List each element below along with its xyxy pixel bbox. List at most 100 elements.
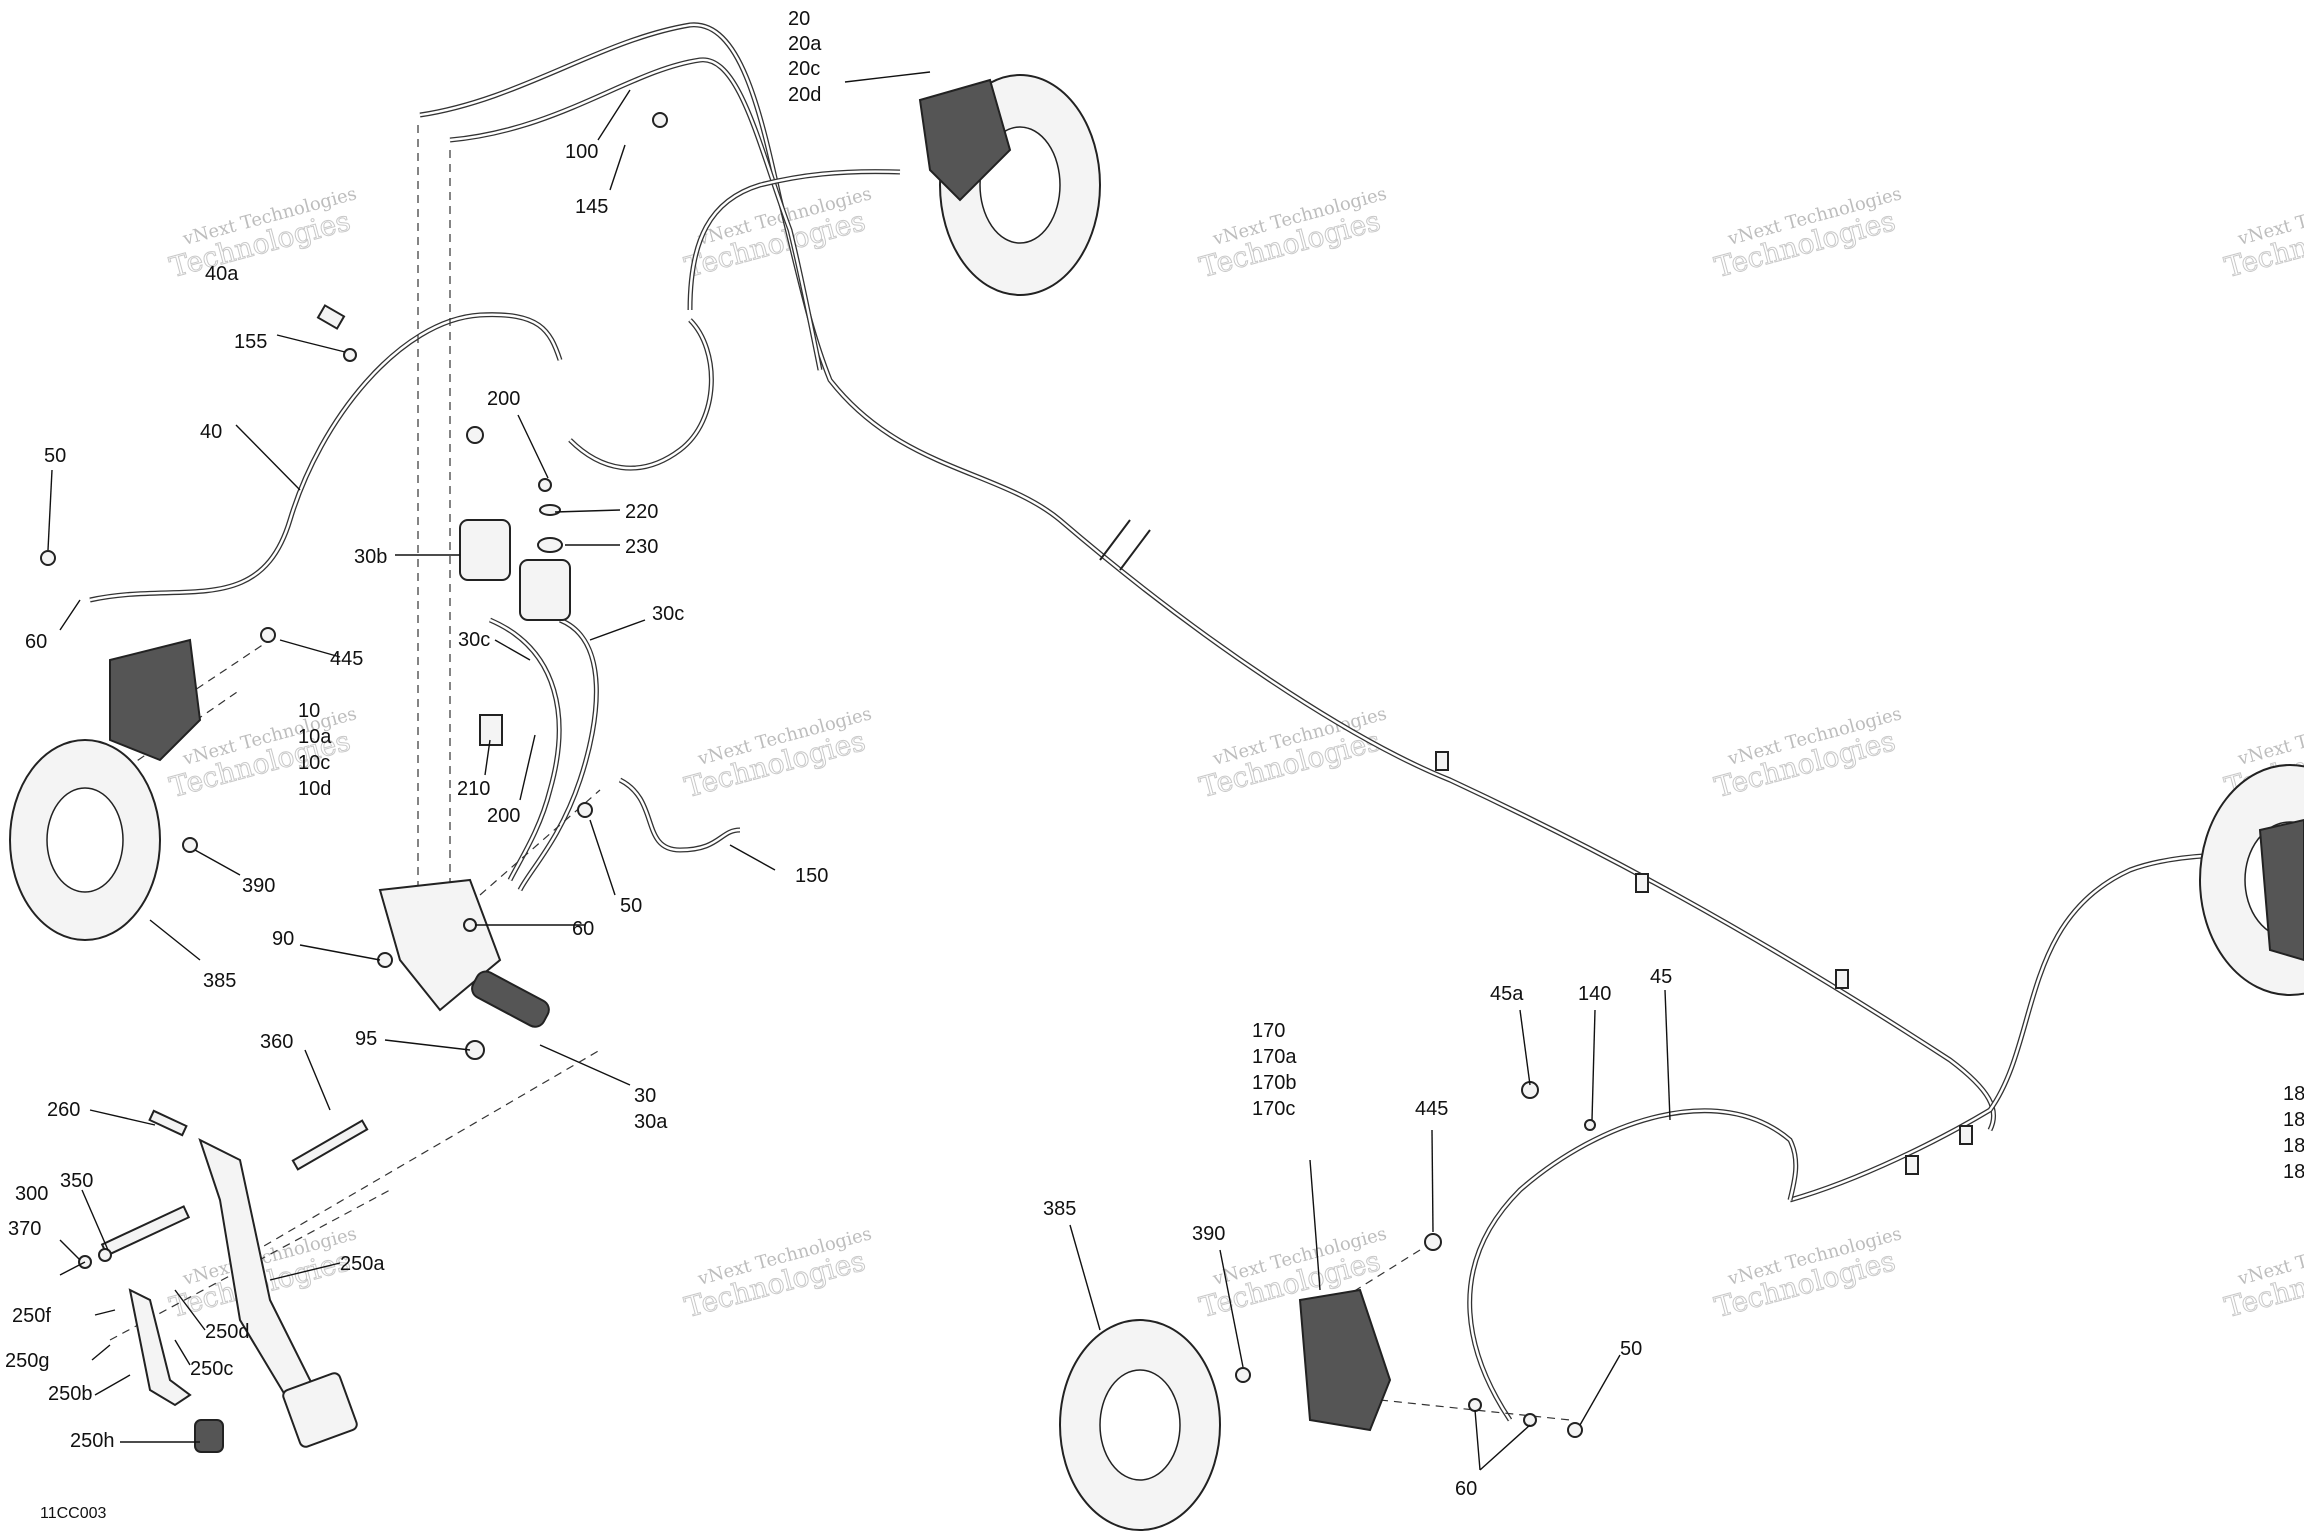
pedal-shaft-350	[100, 1205, 191, 1257]
callout-200-top: 200	[487, 388, 520, 410]
callout-30b: 30b	[354, 546, 387, 568]
master-cylinder-boot	[471, 970, 550, 1028]
callout-30c-right: 30c	[652, 603, 684, 625]
callout-50-top: 50	[44, 445, 66, 467]
callout-40a: 40a	[205, 263, 239, 285]
watermark: vNext Technologies Technologies	[1711, 183, 1904, 284]
watermark: vNext Technologies Technologies	[1196, 183, 1389, 284]
clip-145	[652, 112, 668, 128]
banjo-bolt-50	[40, 550, 56, 566]
callout-250a: 250a	[340, 1253, 385, 1275]
washer-220	[539, 504, 561, 516]
callout-250b: 250b	[48, 1383, 93, 1405]
pedal-bumper-250h	[194, 1419, 224, 1453]
line-clip	[1905, 1155, 1919, 1175]
callout-labels: 20 20a 20c 20d 100 145 40a 155 40 50 60 …	[5, 8, 2304, 1522]
callout-10d: 10d	[298, 778, 331, 800]
callout-50-mid: 50	[620, 895, 642, 917]
callout-170a: 170a	[1252, 1046, 1297, 1068]
hose-30c-left	[489, 617, 562, 882]
callout-45a: 45a	[1490, 983, 1524, 1005]
callout-250g: 250g	[5, 1350, 50, 1372]
callout-50-bottom: 50	[1620, 1338, 1642, 1360]
callout-385-right: 385	[1043, 1198, 1076, 1220]
reservoir-line	[568, 318, 714, 471]
cap-230	[537, 537, 563, 553]
screw-140	[1584, 1119, 1596, 1131]
callout-250c: 250c	[190, 1358, 233, 1380]
watermark: vNext Technologies Technologies	[2221, 1223, 2304, 1324]
watermark-group: vNext Technologies Technologies vNext Te…	[166, 183, 2304, 1324]
part-210	[479, 714, 503, 746]
brake-caliper	[918, 78, 1012, 202]
callout-10a: 10a	[298, 726, 332, 748]
callout-20c: 20c	[788, 58, 820, 80]
callout-445-right: 445	[1415, 1098, 1448, 1120]
pedal-pad	[282, 1372, 358, 1448]
bolt-445	[260, 627, 276, 643]
washer-300	[98, 1248, 112, 1262]
bolt-445	[1424, 1233, 1442, 1251]
callout-20a: 20a	[788, 33, 822, 55]
callout-60-top: 60	[25, 631, 47, 653]
nut-200	[538, 478, 552, 492]
callout-18-1: 18	[2283, 1083, 2304, 1105]
callout-385-left: 385	[203, 970, 236, 992]
callout-90: 90	[272, 928, 294, 950]
callout-260: 260	[47, 1099, 80, 1121]
reservoir-30b	[459, 519, 511, 581]
callout-30a: 30a	[634, 1111, 668, 1133]
callout-18-4: 18	[2283, 1161, 2304, 1183]
rear-brake-assembly	[1059, 1288, 1392, 1531]
pedal-bracket-250b	[128, 1288, 192, 1407]
bolt-90	[377, 952, 393, 968]
spring-260	[148, 1109, 188, 1137]
main-brake-line	[419, 22, 1997, 1132]
callout-20: 20	[788, 8, 810, 30]
callout-18-3: 18	[2283, 1135, 2304, 1157]
callout-210: 210	[457, 778, 490, 800]
brake-caliper	[1298, 1288, 1392, 1432]
bolt-390	[182, 837, 198, 853]
callout-10: 10	[298, 700, 320, 722]
line-clip	[1635, 873, 1649, 893]
bolt-155	[343, 348, 357, 362]
line-clip	[1835, 969, 1849, 989]
callout-370: 370	[8, 1218, 41, 1240]
watermark: vNext Technologies Technologies	[1711, 1223, 1904, 1324]
callout-45: 45	[1650, 966, 1672, 988]
reservoir-30c	[519, 559, 571, 621]
brake-lines	[89, 22, 2304, 1422]
line-clip	[1435, 751, 1449, 771]
master-cylinder-assembly	[378, 519, 571, 1028]
callout-140: 140	[1578, 983, 1611, 1005]
callout-170c: 170c	[1252, 1098, 1295, 1120]
watermark: vNext Technologies Technologies	[166, 183, 359, 284]
callout-150: 150	[795, 865, 828, 887]
callout-30c-left: 30c	[458, 629, 490, 651]
callout-445-left: 445	[330, 648, 363, 670]
banjo-bolt-50	[577, 802, 593, 818]
callout-230: 230	[625, 536, 658, 558]
washer-60	[463, 918, 477, 932]
callout-220: 220	[625, 501, 658, 523]
watermark: vNext Technologies Technologies	[1196, 703, 1389, 804]
callout-170b: 170b	[1252, 1072, 1297, 1094]
callout-170: 170	[1252, 1020, 1285, 1042]
leader-lines	[47, 71, 1671, 1471]
callout-40: 40	[200, 421, 222, 443]
watermark: vNext Technologies Technologies	[681, 703, 874, 804]
brake-caliper	[2258, 818, 2304, 962]
washer-60	[1468, 1398, 1482, 1412]
pedal-bolt-360	[291, 1119, 369, 1171]
callout-300: 300	[15, 1183, 48, 1205]
watermark: vNext Technologies Technologies	[2221, 183, 2304, 284]
callout-350: 350	[60, 1170, 93, 1192]
master-cylinder	[378, 878, 502, 1012]
callout-60-bottom: 60	[1455, 1478, 1477, 1500]
callout-200-mid: 200	[487, 805, 520, 827]
callout-250d: 250d	[205, 1321, 250, 1343]
diagram-code: 11CC003	[40, 1505, 107, 1522]
line-clip	[1959, 1125, 1973, 1145]
